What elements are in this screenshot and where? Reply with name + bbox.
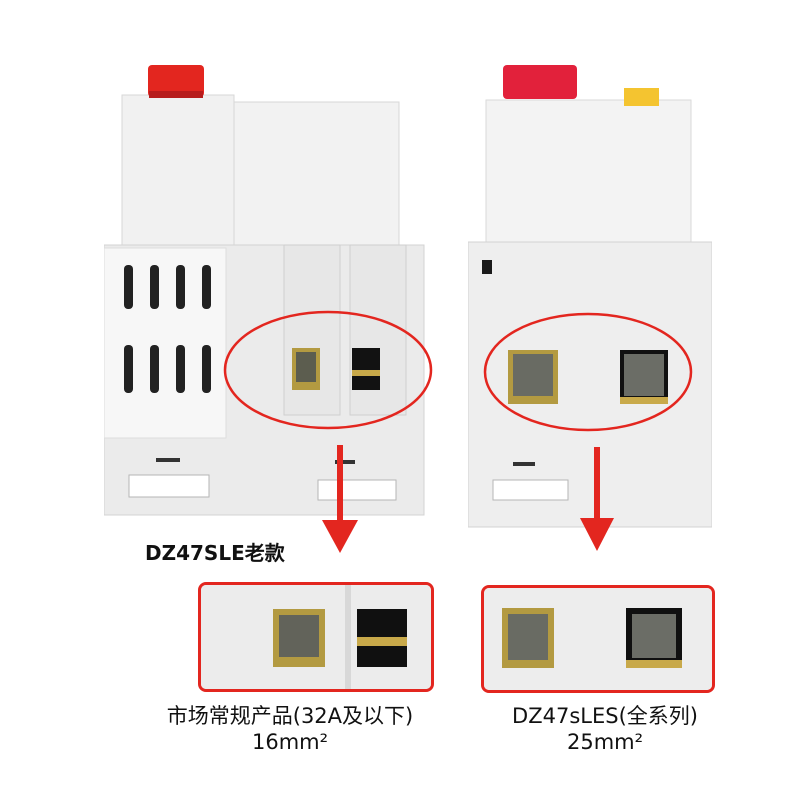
- right-terminal-closeup: [481, 585, 715, 693]
- left-terminal-closeup: [198, 582, 434, 692]
- right-caption-line-2: 25mm²: [566, 730, 644, 755]
- left-model-label: DZ47SLE老款: [145, 541, 285, 565]
- right-breaker-image: [468, 65, 712, 528]
- right-closeup-image: [484, 588, 712, 690]
- left-caption: 市场常规产品(32A及以下) 16mm²: [130, 703, 450, 756]
- left-caption-line-2: 16mm²: [251, 730, 329, 755]
- right-caption-line-1: DZ47sLES(全系列): [512, 704, 698, 728]
- left-caption-line-1: 市场常规产品(32A及以下): [166, 704, 414, 728]
- left-breaker-image: [104, 65, 425, 516]
- right-caption: DZ47sLES(全系列) 25mm²: [485, 703, 725, 756]
- left-closeup-image: [201, 585, 431, 689]
